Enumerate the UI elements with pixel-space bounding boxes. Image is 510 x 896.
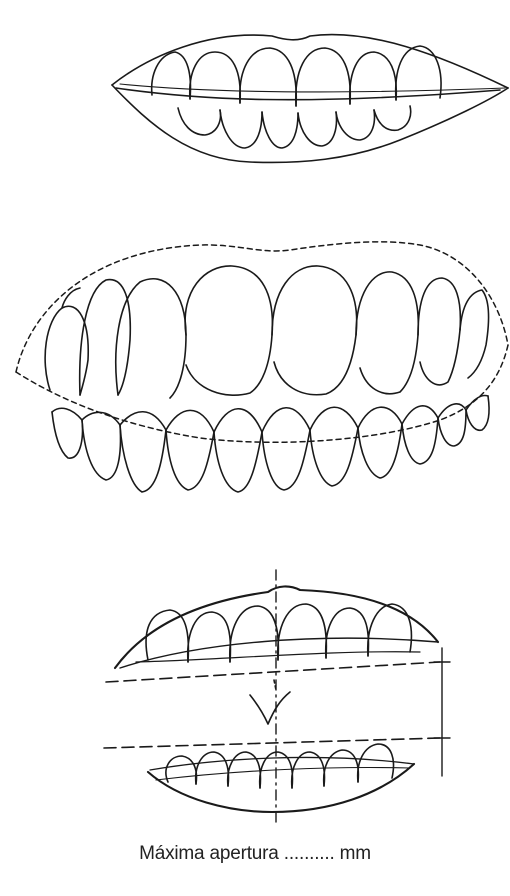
upper-tooth bbox=[418, 278, 460, 385]
upper-tooth bbox=[146, 610, 188, 662]
upper-tooth bbox=[296, 48, 350, 106]
caption-label: Máxima apertura bbox=[139, 843, 279, 864]
opening-arrow bbox=[250, 692, 290, 724]
lower-tooth bbox=[336, 110, 374, 140]
upper-tooth bbox=[152, 52, 191, 99]
caption: Máxima apertura .......... mm bbox=[0, 843, 510, 865]
lower-tooth bbox=[298, 112, 336, 146]
lower-tooth bbox=[402, 418, 438, 464]
upper-lip-outline bbox=[112, 35, 508, 88]
upper-tooth bbox=[190, 52, 241, 103]
upper-tooth bbox=[62, 288, 80, 308]
lower-tooth bbox=[228, 752, 261, 788]
upper-tooth bbox=[230, 606, 279, 662]
lower-tooth bbox=[120, 425, 166, 492]
lower-tooth bbox=[196, 752, 229, 786]
dashed-lip-outline bbox=[16, 242, 508, 372]
caption-blank: .......... bbox=[284, 843, 335, 864]
upper-tooth bbox=[356, 272, 418, 394]
upper-tooth bbox=[350, 52, 397, 104]
lower-tooth bbox=[358, 424, 402, 478]
lower-tooth bbox=[166, 756, 197, 784]
lower-tooth bbox=[82, 420, 120, 480]
upper-tooth bbox=[240, 48, 296, 106]
lower-tooth bbox=[358, 744, 394, 782]
lower-tooth bbox=[374, 106, 411, 130]
figure-closed-smile bbox=[112, 35, 508, 163]
upper-tooth bbox=[45, 306, 88, 395]
lower-tooth bbox=[220, 110, 262, 148]
dashed-lip-outline-lower bbox=[16, 345, 508, 442]
reference-line bbox=[104, 738, 440, 748]
lower-tooth bbox=[262, 430, 310, 490]
lower-tooth bbox=[52, 412, 82, 458]
figure-dental-arches bbox=[16, 242, 508, 492]
upper-tooth bbox=[272, 266, 357, 395]
figure-maximum-opening bbox=[104, 570, 450, 824]
upper-tooth bbox=[185, 266, 272, 395]
lower-tooth bbox=[310, 428, 358, 486]
upper-tooth bbox=[460, 290, 489, 378]
lower-tooth bbox=[262, 112, 298, 148]
lower-tooth bbox=[178, 108, 220, 135]
upper-tooth bbox=[396, 46, 441, 100]
upper-tooth bbox=[326, 608, 369, 658]
reference-line bbox=[106, 662, 440, 682]
lower-tooth bbox=[466, 396, 489, 430]
upper-tooth bbox=[368, 604, 412, 656]
lower-tooth bbox=[166, 430, 214, 490]
upper-tooth bbox=[188, 612, 231, 662]
upper-tooth bbox=[278, 604, 327, 660]
caption-unit: mm bbox=[340, 843, 371, 864]
lower-lip-outline bbox=[148, 764, 414, 812]
lower-lip-outline bbox=[112, 85, 508, 162]
